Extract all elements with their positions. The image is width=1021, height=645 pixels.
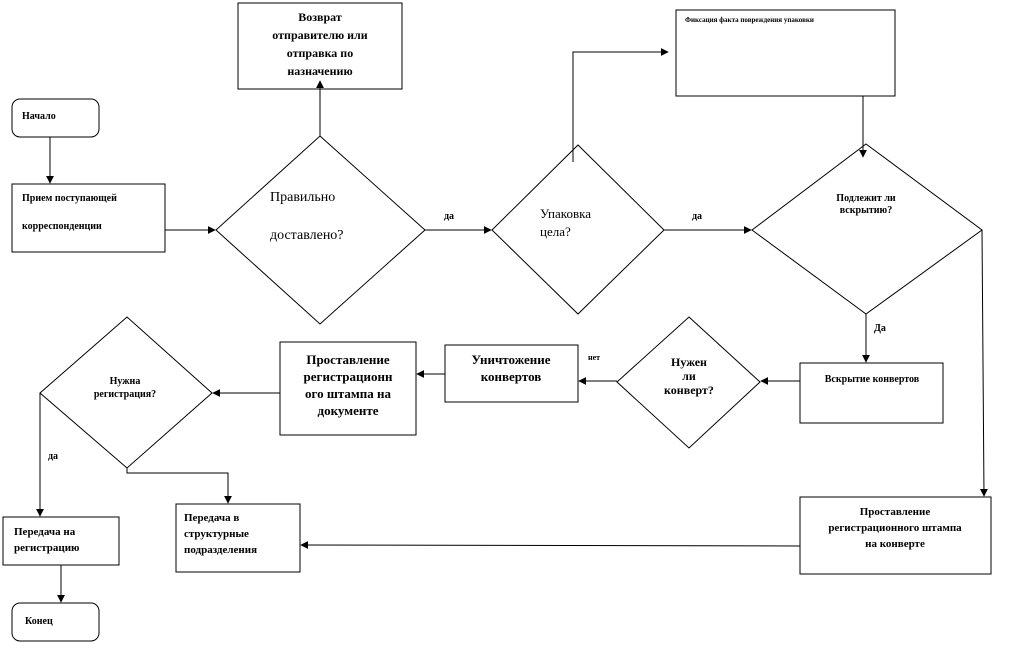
node-stamp-envelope-label: Проставление регистрационного штампа на ко… xyxy=(828,506,962,550)
node-registration-question: Нужна регистрация? xyxy=(39,316,213,469)
node-envelope-question-label-line: конверт? xyxy=(664,383,714,397)
edge-label-yes-registration: да xyxy=(48,451,58,462)
node-stamp-envelope-label-line: регистрационного штампа xyxy=(828,522,962,534)
node-to-registration-label-line: регистрацию xyxy=(14,542,79,554)
node-stamp-document: Проставление регистрационн ого штампа на до… xyxy=(279,341,417,436)
node-receive-label-line: корреспонденции xyxy=(22,221,102,232)
edge-label-yes-intact: да xyxy=(692,211,702,222)
node-open-question-label-line: Подлежит ли xyxy=(836,193,896,204)
node-start-label-line: Начало xyxy=(22,111,56,122)
node-stamp-document-label-line: Проставление xyxy=(306,352,390,367)
node-delivered-question: Правильно доставлено? xyxy=(215,135,426,325)
node-to-departments-label-line: структурные xyxy=(184,528,249,540)
node-open-label: Вскрытие конвертов xyxy=(825,374,920,385)
node-to-registration-label: Передача на регистрацию xyxy=(14,526,79,554)
node-stamp-document-label: Проставление регистрационн ого штампа на до… xyxy=(304,352,393,418)
node-stamp-document-label-line: документе xyxy=(318,403,379,418)
node-intact-question-label-line: Упаковка xyxy=(540,206,591,221)
node-to-registration-label-line: Передача на xyxy=(14,526,76,538)
node-destroy: Уничтожение конвертов xyxy=(444,344,579,403)
node-return: Возврат отправителю или отправка по назначе… xyxy=(237,2,403,90)
node-end: Конец xyxy=(11,602,100,642)
node-intact-question-label-line: цела? xyxy=(540,224,571,239)
node-envelope-question-label-line: Нужен xyxy=(671,355,707,369)
node-receive-label: Прием поступающей корреспонденции xyxy=(22,193,117,232)
node-damage-fix-label-line: Фиксация факта повреждения упаковки xyxy=(685,16,814,24)
node-stamp-document-label-line: ого штампа на xyxy=(305,386,391,401)
node-registration-question-label-line: Нужна xyxy=(110,376,141,387)
node-open-label-line: Вскрытие конвертов xyxy=(825,374,920,385)
node-end-label: Конец xyxy=(25,616,53,627)
node-to-departments: Передача в структурные подразделения xyxy=(175,503,301,573)
node-receive-label-line: Прием поступающей xyxy=(22,193,117,204)
edge-label-yes-open: Да xyxy=(874,323,886,334)
node-damage-fix-label: Фиксация факта повреждения упаковки xyxy=(685,16,814,24)
node-delivered-question-label-line: Правильно xyxy=(270,190,335,205)
node-damage-fix: Фиксация факта повреждения упаковки xyxy=(675,9,896,97)
edge-registration-question-to-departments xyxy=(126,468,232,504)
edge-label-yes-delivered: да xyxy=(444,211,454,222)
node-start-label: Начало xyxy=(22,111,56,122)
node-start: Начало xyxy=(11,98,100,138)
edge-stamp-envelope-to-departments xyxy=(300,541,801,550)
edge-intact-damage xyxy=(572,48,669,162)
node-envelope-question-label-line: ли xyxy=(682,369,696,383)
node-to-departments-label-line: Передача в xyxy=(184,512,239,524)
node-stamp-envelope: Проставление регистрационного штампа на ко… xyxy=(799,496,992,575)
node-intact-question-label: Упаковка цела? xyxy=(540,206,591,239)
node-to-registration: Передача на регистрацию xyxy=(2,516,120,566)
node-destroy-label-line: Уничтожение xyxy=(472,352,551,367)
node-end-label-line: Конец xyxy=(25,616,53,627)
node-stamp-envelope-label-line: Проставление xyxy=(860,506,931,518)
node-return-label-line: назначению xyxy=(287,64,352,78)
node-return-label-line: отправителю или xyxy=(272,28,367,42)
node-delivered-question-label-line: доставлено? xyxy=(270,228,344,243)
node-delivered-question-label: Правильно доставлено? xyxy=(270,190,344,243)
node-registration-question-label-line: регистрация? xyxy=(94,389,156,400)
node-registration-question-label: Нужна регистрация? xyxy=(94,376,156,400)
node-stamp-envelope-label-line: на конверте xyxy=(865,538,925,550)
node-open: Вскрытие конвертов xyxy=(799,362,944,424)
node-intact-question: Упаковка цела? xyxy=(491,144,665,315)
node-return-label-line: отправка по xyxy=(287,46,353,60)
node-to-departments-label: Передача в структурные подразделения xyxy=(184,512,257,556)
node-return-label-line: Возврат xyxy=(298,10,342,24)
node-destroy-label: Уничтожение конвертов xyxy=(472,352,551,384)
node-return-label: Возврат отправителю или отправка по назначе… xyxy=(272,10,367,78)
node-destroy-label-line: конвертов xyxy=(481,369,542,384)
node-stamp-document-label-line: регистрационн xyxy=(304,369,393,384)
node-receive: Прием поступающей корреспонденции xyxy=(11,183,166,253)
node-open-question-label-line: вскрытию? xyxy=(840,205,892,216)
edge-label-no-envelope: нет xyxy=(588,353,600,362)
edge-open-question-stamp-envelope xyxy=(979,229,988,497)
node-to-departments-label-line: подразделения xyxy=(184,544,257,556)
